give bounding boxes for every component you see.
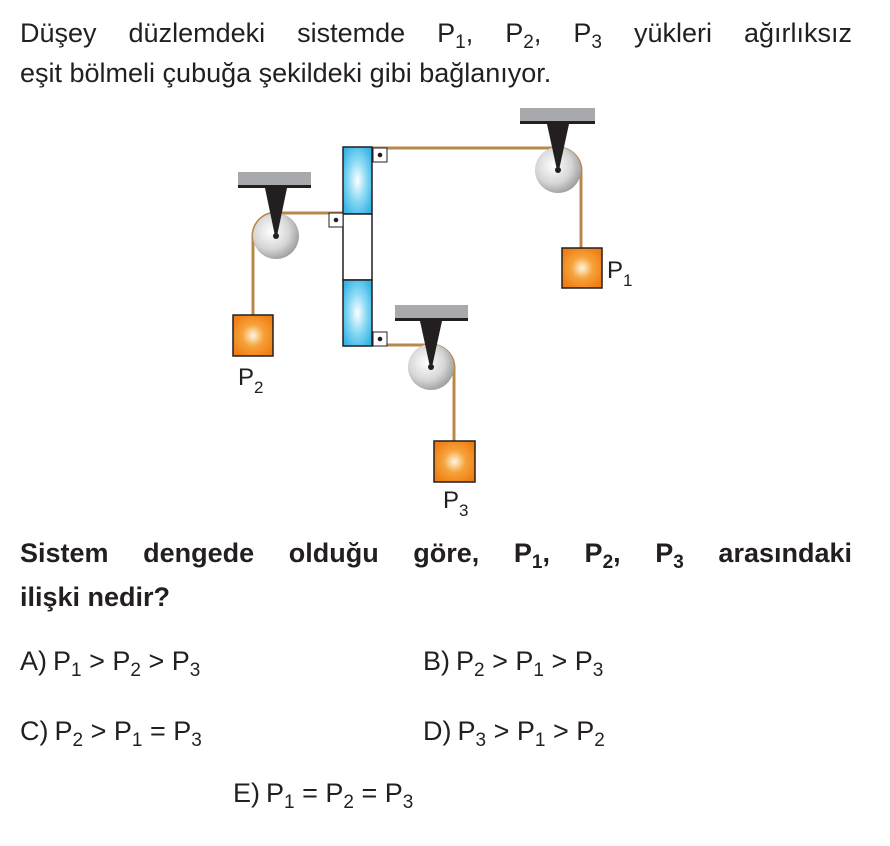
option-letter: C) <box>20 716 49 746</box>
option-e[interactable]: E)P1 = P2 = P3 <box>233 778 413 812</box>
pulley-right <box>520 108 595 193</box>
question-line-2: ilişki nedir? <box>20 582 171 612</box>
option-term: = <box>353 778 385 808</box>
intro-line-2: eşit bölmeli çubuğa şekildeki gibi bağla… <box>20 58 552 88</box>
option-term: P <box>113 716 132 746</box>
option-letter: B) <box>423 646 450 676</box>
subscript: 2 <box>523 32 534 53</box>
subscript: 2 <box>72 730 84 751</box>
option-term: P <box>53 646 72 676</box>
option-term: P <box>456 646 475 676</box>
subscript: 1 <box>71 660 82 681</box>
subscript: 3 <box>402 792 414 813</box>
option-term: P <box>457 716 476 746</box>
subscript: 1 <box>533 660 544 681</box>
intro-text: yükleri ağırlıksız <box>601 18 852 48</box>
option-term: > <box>543 646 575 676</box>
question-line-1: Sistem dengede olduğu göre, P1, P2, P3 a… <box>20 538 853 572</box>
subscript: 2 <box>602 552 614 573</box>
subscript: 1 <box>534 730 546 751</box>
option-letter: D) <box>423 716 452 746</box>
option-term: > <box>81 646 113 676</box>
subscript: 3 <box>191 730 202 751</box>
option-d[interactable]: D)P3 > P1 > P2 <box>423 716 605 750</box>
option-term: P <box>574 646 593 676</box>
weight-p3 <box>433 440 476 483</box>
option-term: P <box>112 646 131 676</box>
weight-p1 <box>561 247 603 289</box>
ropes <box>251 146 583 441</box>
subscript: 3 <box>591 32 602 53</box>
option-term: = <box>294 778 326 808</box>
subscript: 1 <box>531 552 543 573</box>
subscript: 3 <box>189 660 201 681</box>
option-term: P <box>171 646 190 676</box>
question-text: , P <box>613 538 674 568</box>
option-c[interactable]: C)P2 > P1 = P3 <box>20 716 202 750</box>
pulley-bottom <box>395 305 468 390</box>
subscript: 2 <box>130 660 141 681</box>
subscript: 2 <box>474 660 485 681</box>
label-p1: P1 <box>607 257 632 290</box>
subscript: 3 <box>475 730 487 751</box>
option-term: > <box>83 716 114 746</box>
option-term: = <box>142 716 174 746</box>
option-term: P <box>515 646 534 676</box>
option-term: > <box>140 646 172 676</box>
label-p2: P2 <box>238 364 263 397</box>
subscript: 2 <box>343 792 354 813</box>
option-term: P <box>266 778 285 808</box>
option-term: > <box>484 646 516 676</box>
subscript: 2 <box>594 730 605 751</box>
option-term: P <box>384 778 403 808</box>
rod-segment-top <box>342 146 373 215</box>
intro-text: , P <box>533 18 592 48</box>
subscript: 3 <box>592 660 604 681</box>
option-letter: E) <box>233 778 260 808</box>
label-p3: P3 <box>443 487 468 520</box>
option-term: P <box>173 716 192 746</box>
right-angle-markers <box>328 147 388 347</box>
pulley-left <box>238 172 311 259</box>
rod-segment-middle <box>342 213 373 281</box>
option-b[interactable]: B)P2 > P1 > P3 <box>423 646 603 680</box>
weight-p2 <box>232 314 274 357</box>
question-text: arasındaki <box>683 538 853 568</box>
intro-line-1: Düşey düzlemdeki sistemde P1, P2, P3 yük… <box>20 18 852 52</box>
option-term: > <box>486 716 517 746</box>
question-text: Sistem dengede olduğu göre, P <box>20 538 532 568</box>
intro-text: , P <box>465 18 524 48</box>
subscript: 3 <box>673 552 684 573</box>
option-a[interactable]: A)P1 > P2 > P3 <box>20 646 200 680</box>
option-term: P <box>516 716 535 746</box>
option-term: P <box>325 778 344 808</box>
option-term: P <box>54 716 73 746</box>
intro-text: Düşey düzlemdeki sistemde P <box>20 18 456 48</box>
rod-segment-bottom <box>342 279 373 347</box>
option-term: > <box>545 716 577 746</box>
subscript: 1 <box>284 792 295 813</box>
option-term: P <box>576 716 595 746</box>
subscript: 1 <box>455 32 466 53</box>
rod <box>342 146 373 347</box>
subscript: 1 <box>131 730 143 751</box>
question-text: , P <box>542 538 603 568</box>
option-letter: A) <box>20 646 47 676</box>
